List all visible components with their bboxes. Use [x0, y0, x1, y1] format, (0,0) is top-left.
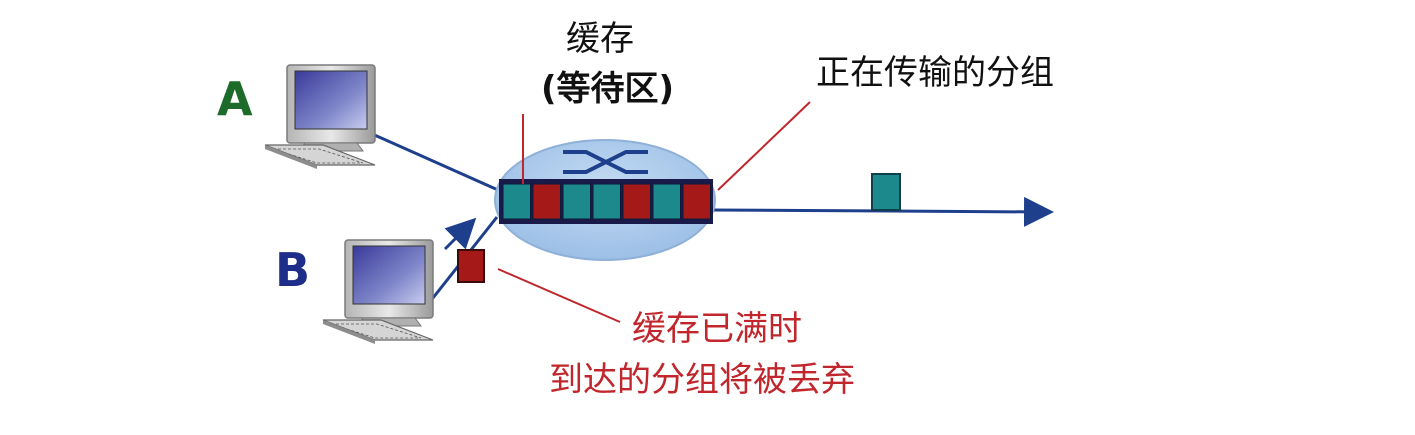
- buffer-subtitle: (等待区): [541, 69, 675, 109]
- transmit-label: 正在传输的分组: [816, 53, 1054, 93]
- queued-packet-red: [622, 183, 651, 220]
- buffer-queue: [499, 179, 713, 224]
- dropped-packet: [457, 249, 485, 283]
- router-switch-icon: [563, 150, 648, 174]
- transmit-callout-line: [717, 101, 811, 191]
- host-b-label: B: [275, 243, 311, 297]
- computer-b-icon: [322, 239, 434, 344]
- transit-packet: [871, 173, 901, 211]
- drop-label-line2: 到达的分组将被丢弃: [549, 360, 855, 400]
- queued-packet-red: [532, 183, 561, 220]
- queued-packet-red: [682, 183, 711, 220]
- link-a-router: [369, 131, 499, 192]
- drop-callout-line: [497, 268, 621, 323]
- queued-packet-teal: [592, 183, 621, 220]
- queued-packet-teal: [652, 183, 681, 220]
- drop-label-line1: 缓存已满时: [632, 309, 802, 349]
- arrival-arrow: [443, 217, 477, 251]
- host-a-label: A: [217, 72, 253, 126]
- computer-a-icon: [264, 64, 376, 169]
- queued-packet-teal: [562, 183, 591, 220]
- buffer-title: 缓存: [566, 19, 634, 59]
- queued-packet-teal: [502, 183, 531, 220]
